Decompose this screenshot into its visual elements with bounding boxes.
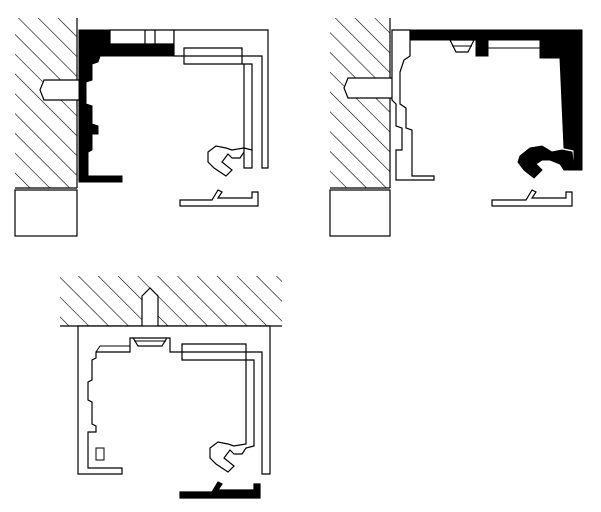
view-ceiling-mount	[60, 276, 282, 499]
screw-anchor-icon	[39, 79, 83, 101]
wall-hatch-area	[330, 18, 390, 188]
wall-lower-block	[14, 189, 78, 237]
wall-hatch-area	[15, 18, 77, 188]
wall-side-profile	[391, 29, 435, 181]
screw-anchor-icon	[343, 77, 395, 99]
dark-hook-profile	[517, 145, 575, 179]
track-curl	[243, 147, 253, 169]
bottom-carrier-profile	[491, 189, 573, 207]
ceiling-screw-anchor-icon	[141, 287, 159, 331]
inner-left-profile	[95, 345, 131, 353]
track-profile-inner	[181, 351, 255, 473]
mounting-profile-dark	[409, 29, 583, 171]
profile-top-cap	[109, 29, 175, 45]
ceiling-hatch-area	[60, 276, 282, 326]
track-profile-inner	[183, 55, 253, 177]
profile-slot	[96, 158, 106, 161]
profile-slot	[487, 39, 541, 49]
profile-slot	[95, 447, 105, 461]
bottom-carrier-profile	[179, 189, 259, 207]
view-wall-mount-right	[329, 18, 583, 237]
view-wall-mount-left	[14, 18, 269, 237]
mounting-plate	[77, 325, 271, 475]
bottom-carrier-profile-dark	[179, 481, 261, 499]
wall-lower-block	[329, 189, 391, 237]
